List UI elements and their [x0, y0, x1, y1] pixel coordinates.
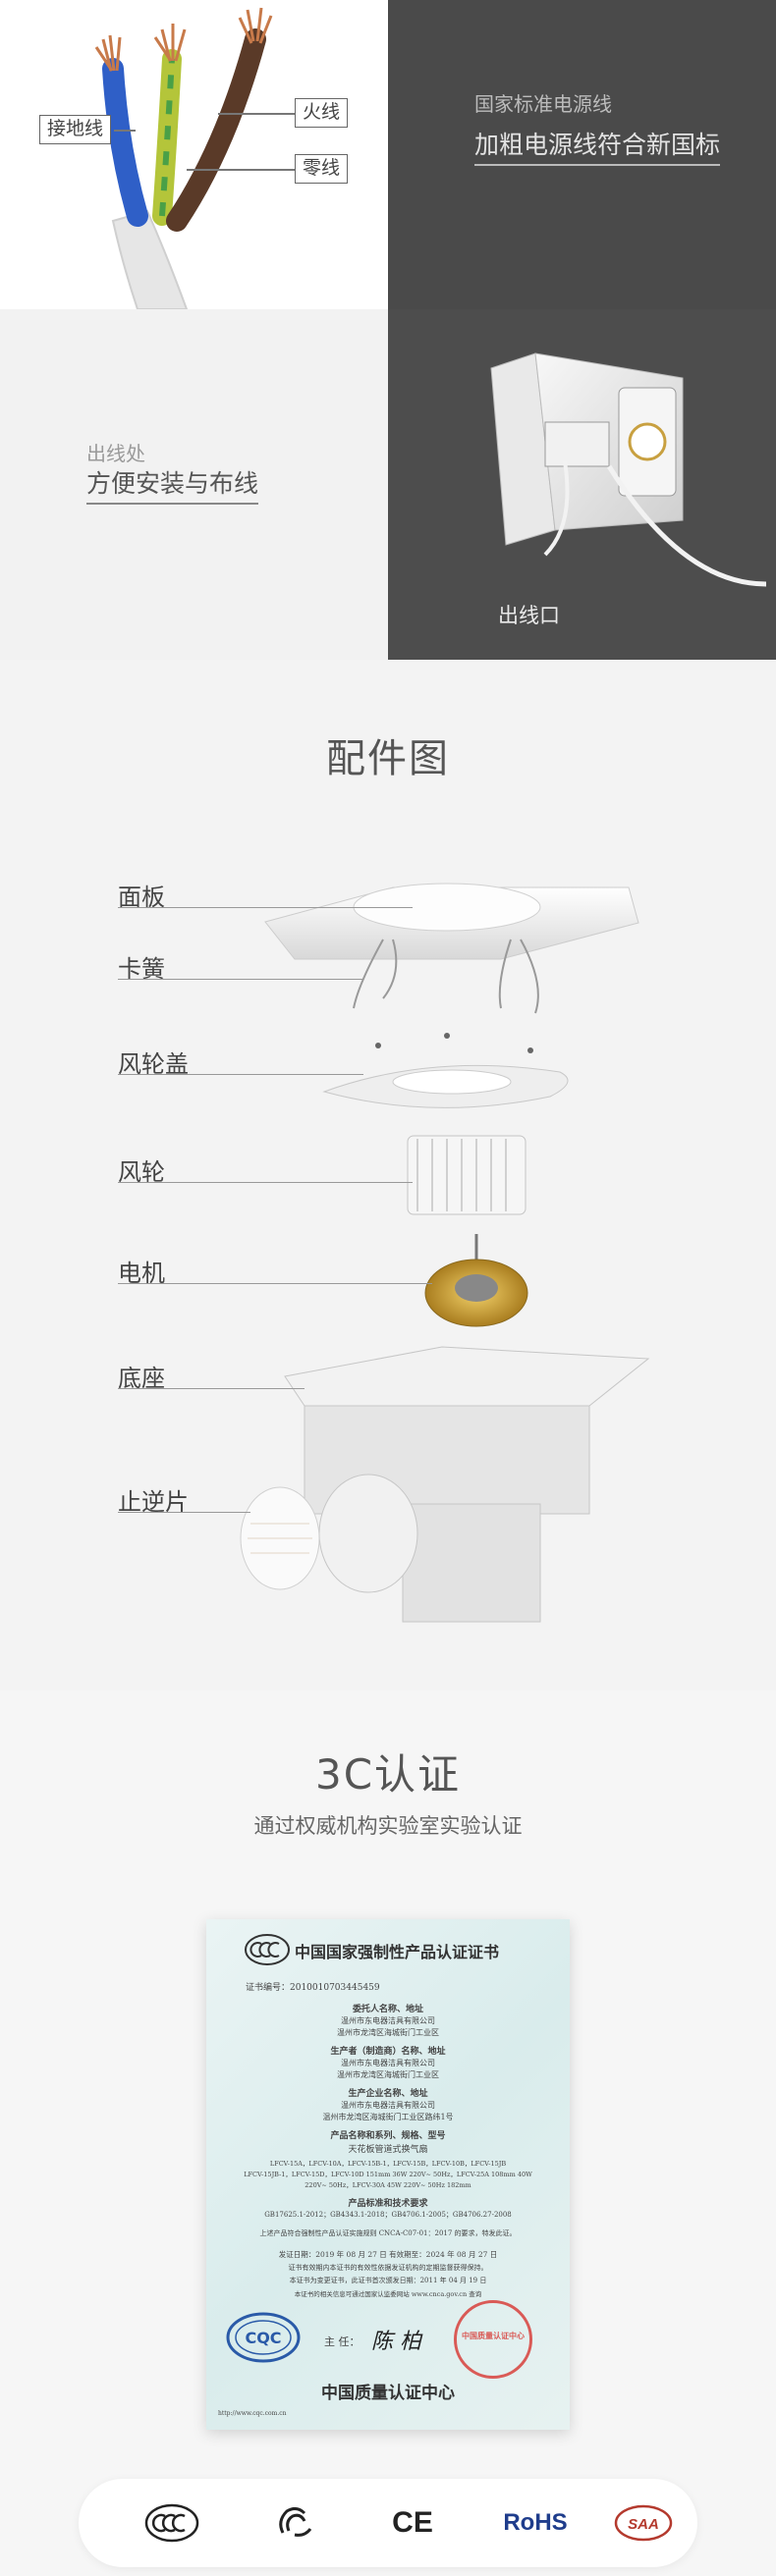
cable-text-tile: 国家标准电源线 加粗电源线符合新国标	[388, 0, 776, 309]
cert-product-name: 天花板管道式换气扇	[348, 2145, 428, 2155]
cert-models-1: LFCV-15A，LFCV-10A，LFCV-15B-1，LFCV-15B，LF…	[269, 2160, 507, 2168]
outlet-small-heading: 出线处	[86, 442, 145, 465]
cert-manufacturer-value-1: 温州市东电器洁具有限公司	[341, 2059, 435, 2067]
parts-title: 配件图	[326, 736, 450, 781]
cert-header: 中国国家强制性产品认证证书	[295, 1943, 500, 1961]
part-label-impeller: 风轮	[118, 1158, 165, 1186]
cert-signature: 陈 柏	[371, 2330, 421, 2354]
cert-manufacturer-value-2: 温州市龙湾区海城街门工业区	[337, 2070, 439, 2079]
part-line-motor	[118, 1283, 432, 1284]
certification-logo-bar: CE RoHS SAA	[79, 2479, 697, 2567]
cert-applicant-value-2: 温州市龙湾区海城街门工业区	[337, 2028, 439, 2037]
impeller-part	[407, 1135, 527, 1215]
ccc-mark-icon	[245, 1934, 290, 1965]
saa-logo-text: SAA	[628, 2516, 659, 2533]
part-line-base	[118, 1388, 305, 1389]
outlet-photo-tile: 出线口	[388, 309, 776, 660]
outlet-text-tile: 出线处 方便安装与布线	[0, 309, 388, 660]
cert-dates-line: 发证日期：2019 年 08 月 27 日 有效期至：2024 年 08 月 2…	[278, 2250, 498, 2259]
cable-big-heading: 加粗电源线符合新国标	[474, 126, 721, 166]
rohs-logo: RoHS	[503, 2509, 568, 2536]
part-line-spring	[118, 979, 363, 980]
cert-validity-line: 证书有效期内本证书的有效性依据发证机构的定期监督获得保持。	[288, 2264, 488, 2272]
cert-number: 证书编号：2010010703445459	[246, 1983, 380, 1993]
power-cable-illustration	[94, 7, 273, 309]
cert-stamp-text: 中国质量认证中心	[462, 2332, 525, 2340]
exploded-parts-illustration	[240, 883, 650, 1623]
cable-tile: 接地线 火线 零线	[0, 0, 388, 309]
cert-models-3: 220V~ 50Hz，LFCV-30A 45W 220V~ 50Hz 182mm	[305, 2181, 471, 2189]
part-label-base: 底座	[118, 1365, 165, 1392]
part-line-check-flap	[118, 1512, 250, 1513]
part-label-motor: 电机	[118, 1260, 165, 1287]
ccc-logo	[138, 2500, 206, 2546]
saa-logo-icon: SAA	[614, 2504, 673, 2542]
cert-director-label: 主 任：	[324, 2335, 360, 2348]
cert-factory-label: 生产企业名称、地址	[348, 2089, 428, 2099]
part-label-check-flap: 止逆片	[118, 1488, 189, 1516]
outlet-big-heading: 方便安装与布线	[86, 464, 259, 505]
cert-stamp: 中国质量认证中心	[454, 2300, 532, 2379]
cert-query-line: 本证书的相关信息可通过国家认监委网站 www.cnca.gov.cn 查询	[294, 2290, 482, 2298]
fan-housing-photo	[490, 352, 767, 587]
neutral-wire-label: 零线	[295, 154, 349, 184]
ccc-logo-icon	[144, 2503, 199, 2543]
part-label-spring: 卡簧	[118, 955, 165, 983]
cqc-logo-icon: CQC	[226, 2312, 301, 2363]
cert-first-issue-line: 本证书为变更证书，此证书首次颁发日期：2011 年 04 月 19 日	[289, 2277, 487, 2284]
cert-applicant-value-1: 温州市东电器洁具有限公司	[341, 2016, 435, 2025]
cert-factory-value-1: 温州市东电器洁具有限公司	[341, 2101, 435, 2110]
cert-title: 3C认证	[314, 1750, 462, 1798]
neutral-leader	[187, 169, 295, 171]
cert-scheme-line: 上述产品符合强制性产品认证实施规则 CNCA-C07-01：2017 的要求，特…	[259, 2229, 517, 2237]
svg-text:CQC: CQC	[245, 2329, 281, 2347]
ground-wire-label: 接地线	[39, 115, 112, 144]
ccc-alt-logo-icon	[279, 2506, 312, 2537]
cert-factory-value-2: 温州市龙湾区海城街门工业区路纬1号	[322, 2113, 454, 2121]
ce-logo: CE	[392, 2506, 433, 2539]
cert-manufacturer-label: 生产者（制造商）名称、地址	[330, 2047, 446, 2057]
part-line-impeller-cover	[118, 1074, 363, 1075]
cert-product-label: 产品名称和系列、规格、型号	[330, 2131, 446, 2141]
cert-section: 3C认证 通过权威机构实验室实验认证 中国国家强制性产品认证证书 证书编号：20…	[0, 1690, 776, 2576]
cert-applicant-label: 委托人名称、地址	[352, 2005, 423, 2014]
cert-footer: 中国质量认证中心	[321, 2384, 455, 2403]
part-line-impeller	[118, 1182, 413, 1183]
part-label-panel: 面板	[118, 884, 165, 911]
parts-section: 配件图	[0, 660, 776, 1690]
part-line-panel	[118, 907, 413, 908]
saa-logo: SAA	[609, 2500, 678, 2546]
cable-small-heading: 国家标准电源线	[474, 92, 612, 116]
certificate-card: 中国国家强制性产品认证证书 证书编号：2010010703445459 委托人名…	[206, 1919, 570, 2430]
cert-standards-label: 产品标准和技术要求	[348, 2199, 428, 2209]
live-wire-label: 火线	[295, 98, 349, 128]
ground-leader	[114, 130, 136, 132]
cert-subtitle: 通过权威机构实验室实验认证	[253, 1814, 523, 1838]
base-part	[284, 1346, 650, 1407]
live-leader	[218, 113, 297, 115]
cert-standards: GB17625.1-2012；GB4343.1-2018；GB4706.1-20…	[264, 2211, 512, 2219]
cert-website: http://www.cqc.com.cn	[218, 2410, 287, 2417]
ccc-alt-logo	[260, 2500, 329, 2546]
outlet-photo-caption: 出线口	[498, 604, 560, 627]
part-label-impeller-cover: 风轮盖	[118, 1050, 189, 1078]
cert-models-2: LFCV-15JB-1，LFCV-15D，LFCV-10D 151mm 36W …	[244, 2171, 532, 2178]
